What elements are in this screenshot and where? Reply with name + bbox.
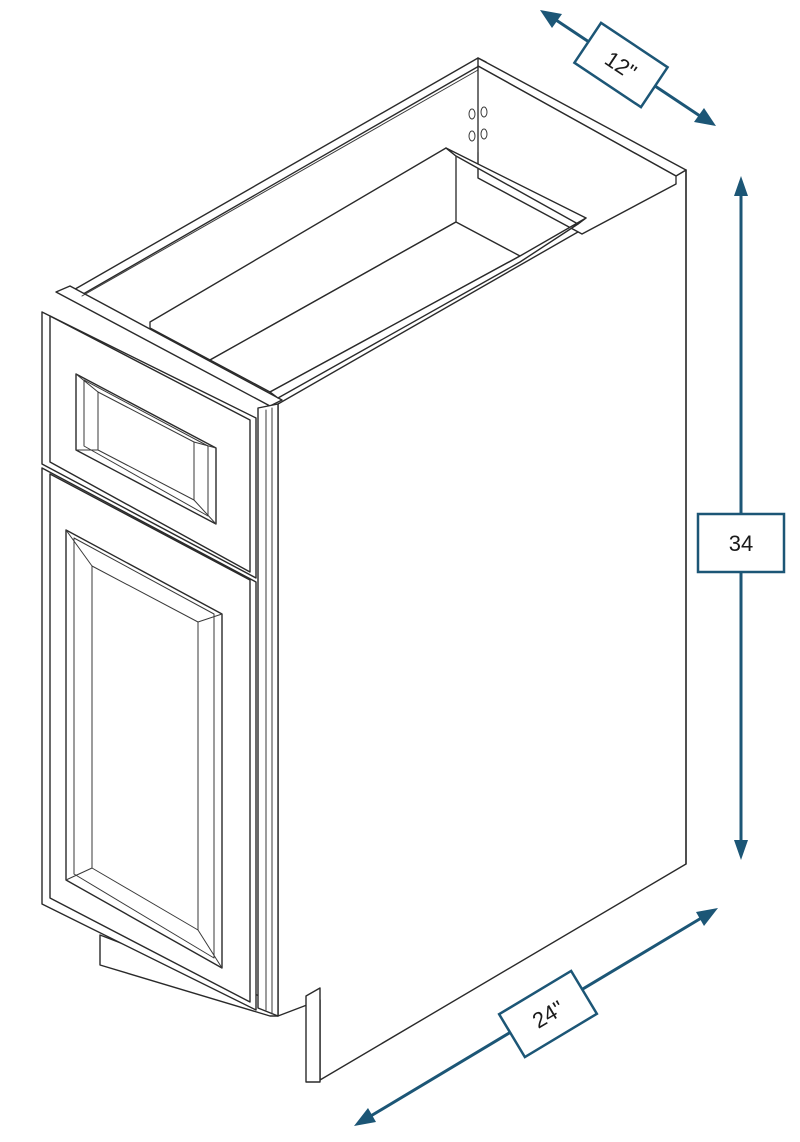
height-label-box: [696, 512, 786, 574]
depth-dimension: 24": [354, 908, 718, 1126]
drawer-front[interactable]: [41, 311, 257, 579]
arrow-head-icon: [694, 108, 716, 126]
arrow-head-icon: [734, 176, 748, 196]
depth-label-box: [497, 969, 599, 1059]
cabinet-door[interactable]: [41, 467, 257, 1011]
arrow-head-icon: [540, 10, 562, 28]
arrow-head-icon: [696, 908, 718, 926]
toe-kick-end: [305, 987, 321, 1083]
height-dimension: 34: [696, 176, 786, 860]
drawer-box-front-top: [269, 217, 587, 399]
cabinet-body: [55, 57, 687, 1083]
face-frame-edge: [257, 403, 279, 1017]
width-dimension: 12": [540, 10, 716, 126]
arrow-head-icon: [734, 840, 748, 860]
top-front-rail: [55, 285, 283, 407]
height-label: 34: [729, 531, 753, 556]
shelf-pin-holes: [468, 106, 488, 142]
width-label-box: [572, 21, 670, 109]
arrow-head-icon: [354, 1108, 376, 1126]
